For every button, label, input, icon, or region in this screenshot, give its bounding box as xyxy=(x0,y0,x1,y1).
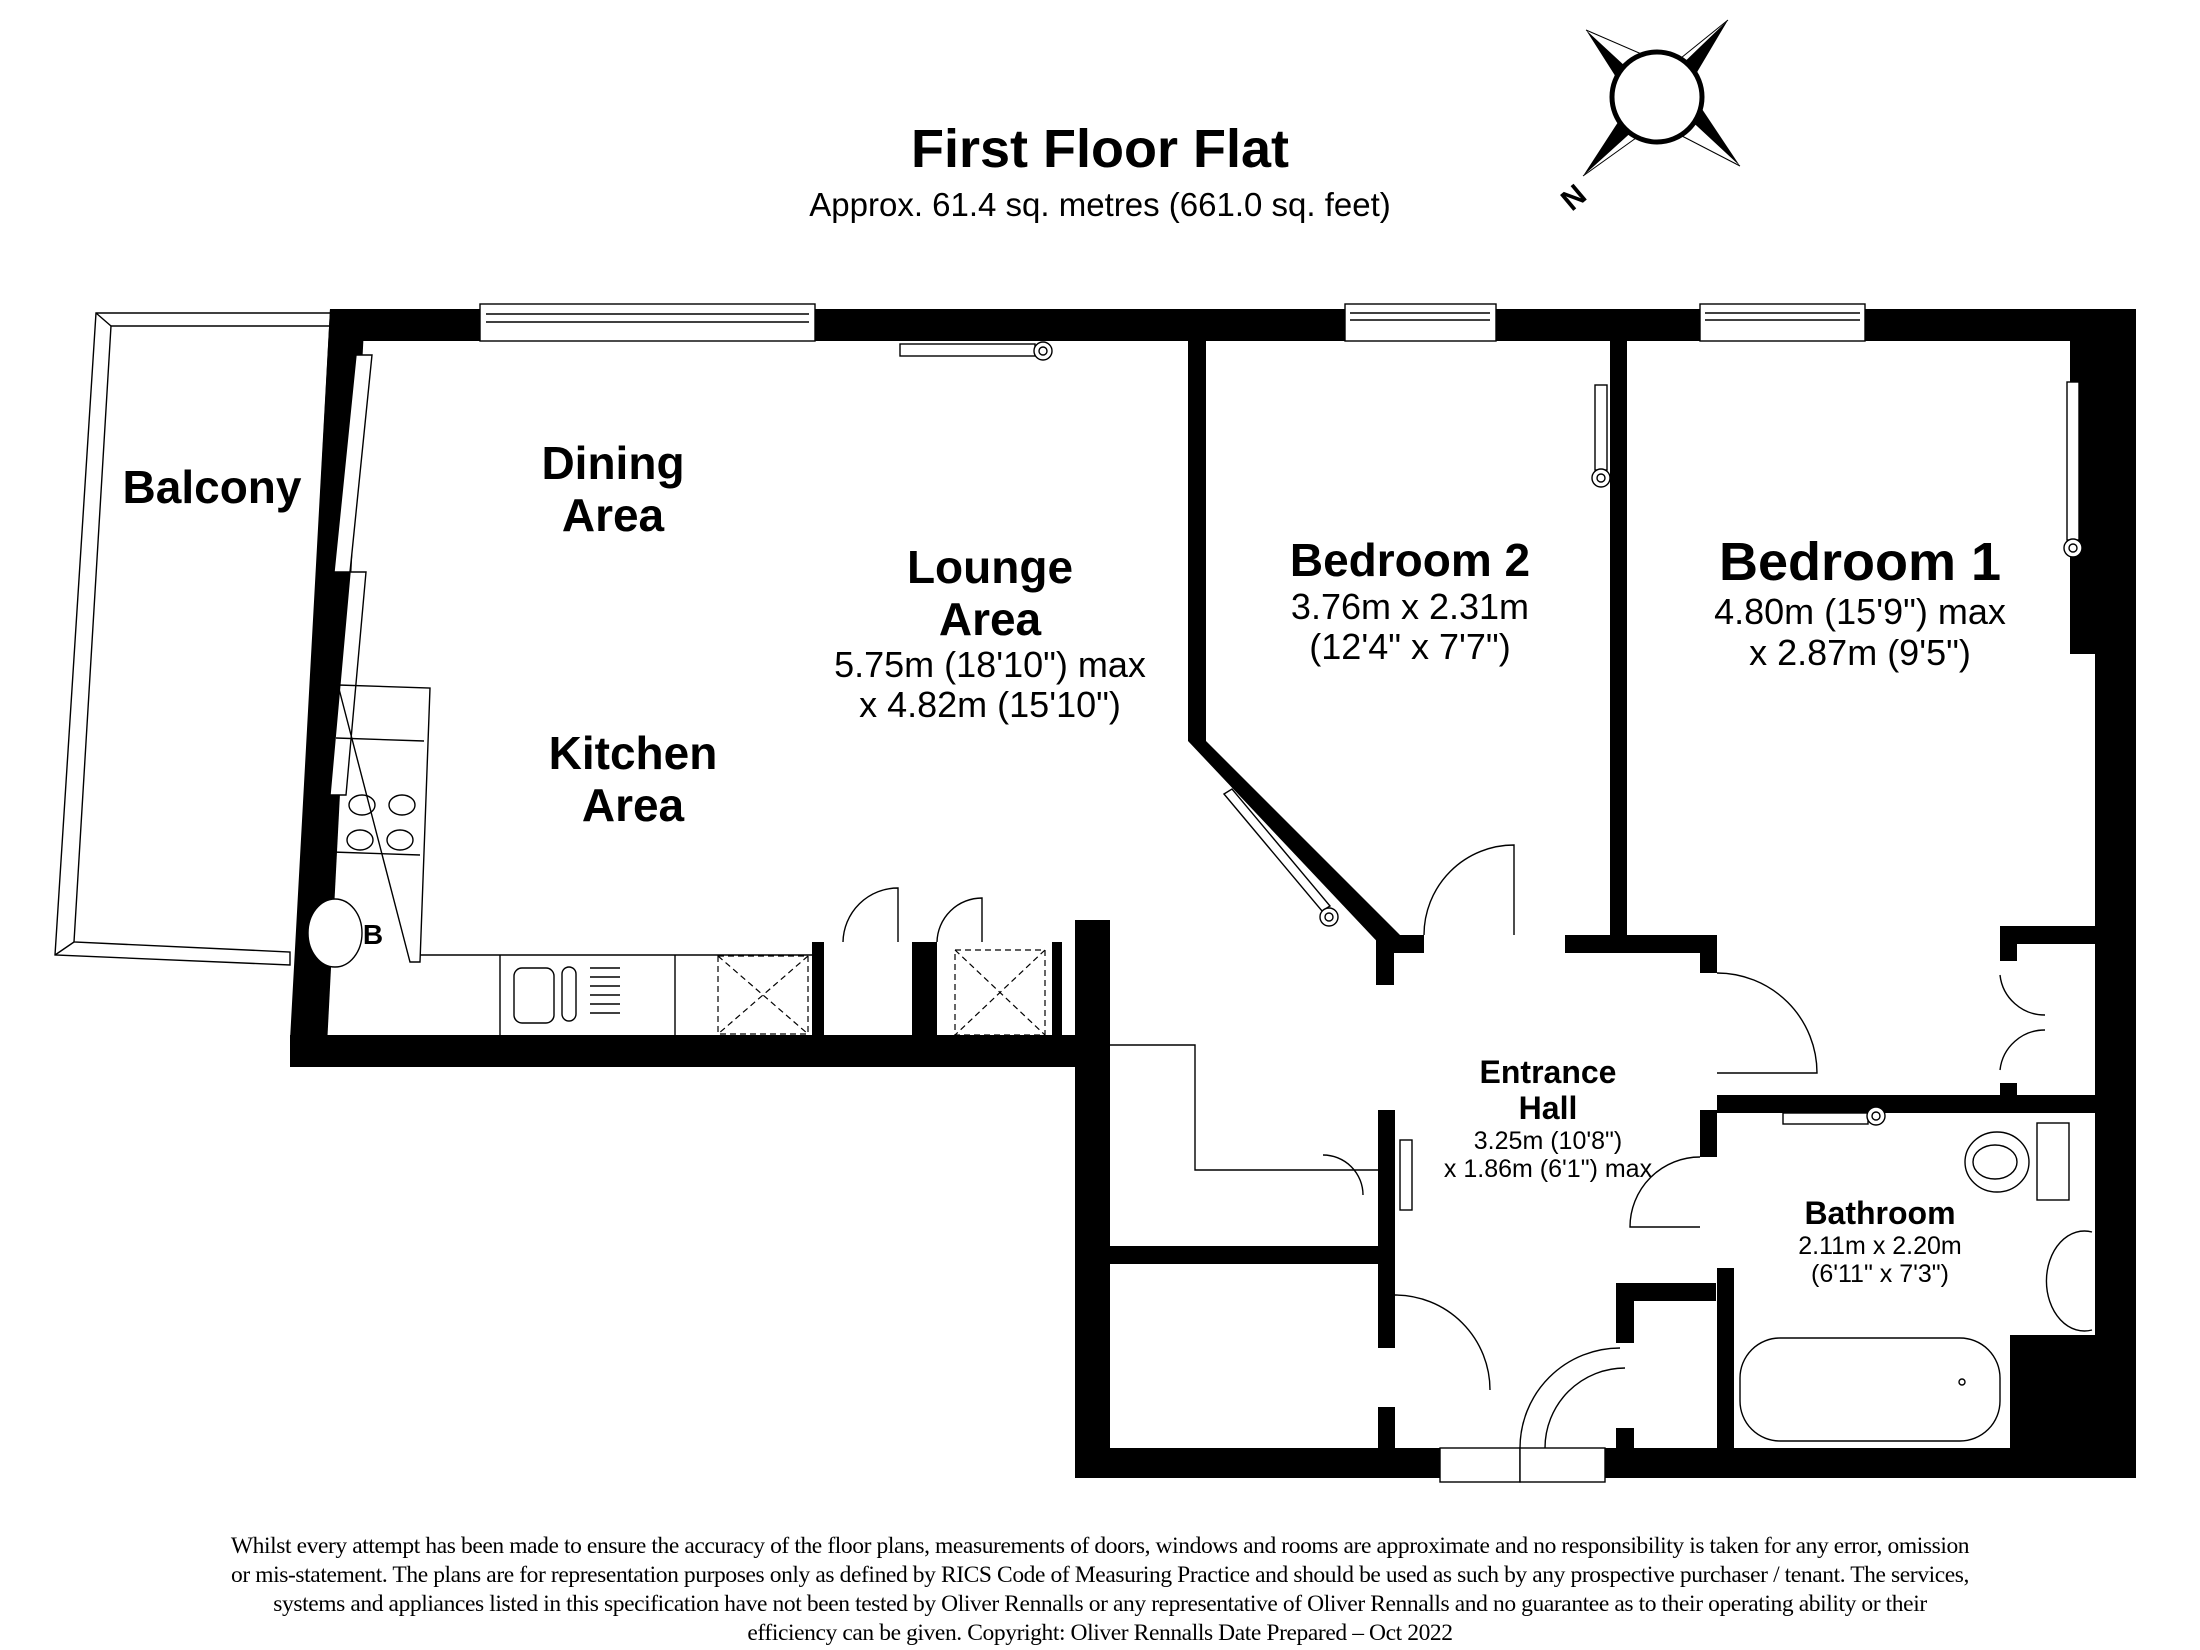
room-label-entrance-hall: Entrance Hall 3.25m (10'8") x 1.86m (6'1… xyxy=(1443,1054,1653,1183)
disclaimer: Whilst every attempt has been made to en… xyxy=(20,1532,2180,1649)
room-label-lounge: Lounge Area 5.75m (18'10") max x 4.82m (… xyxy=(834,541,1146,726)
windows xyxy=(329,303,1866,1483)
disclaimer-line: efficiency can be given. Copyright: Oliv… xyxy=(747,1620,1453,1647)
room-label-balcony: Balcony xyxy=(122,461,302,513)
doors xyxy=(842,844,2046,1449)
room-label-dining: Dining Area xyxy=(541,437,685,541)
disclaimer-line: Whilst every attempt has been made to en… xyxy=(230,1533,1970,1559)
compass-rose-icon xyxy=(1582,19,1741,177)
plan-title: First Floor Flat xyxy=(911,119,1289,179)
room-label-kitchen: Kitchen Area xyxy=(548,727,718,831)
room-label-bathroom: Bathroom 2.11m x 2.20m (6'11" x 7'3") xyxy=(1798,1195,1962,1288)
room-label-bedroom-2: Bedroom 2 3.76m x 2.31m (12'4" x 7'7") xyxy=(1289,534,1531,667)
plan-area: Approx. 61.4 sq. metres (661.0 sq. feet) xyxy=(809,186,1391,223)
radiators xyxy=(899,341,2083,1211)
boiler-icon xyxy=(307,898,363,968)
disclaimer-line: or mis-statement. The plans are for repr… xyxy=(230,1562,1969,1589)
boiler-label: B xyxy=(362,919,384,950)
hall-cupboard-outline xyxy=(1110,1044,1378,1171)
room-label-bedroom-1: Bedroom 1 4.80m (15'9") max x 2.87m (9'5… xyxy=(1714,532,2006,673)
kitchen-fittings xyxy=(331,684,1046,1036)
disclaimer-line: systems and appliances listed in this sp… xyxy=(273,1591,1927,1618)
bathroom-fittings xyxy=(1739,1122,2093,1442)
